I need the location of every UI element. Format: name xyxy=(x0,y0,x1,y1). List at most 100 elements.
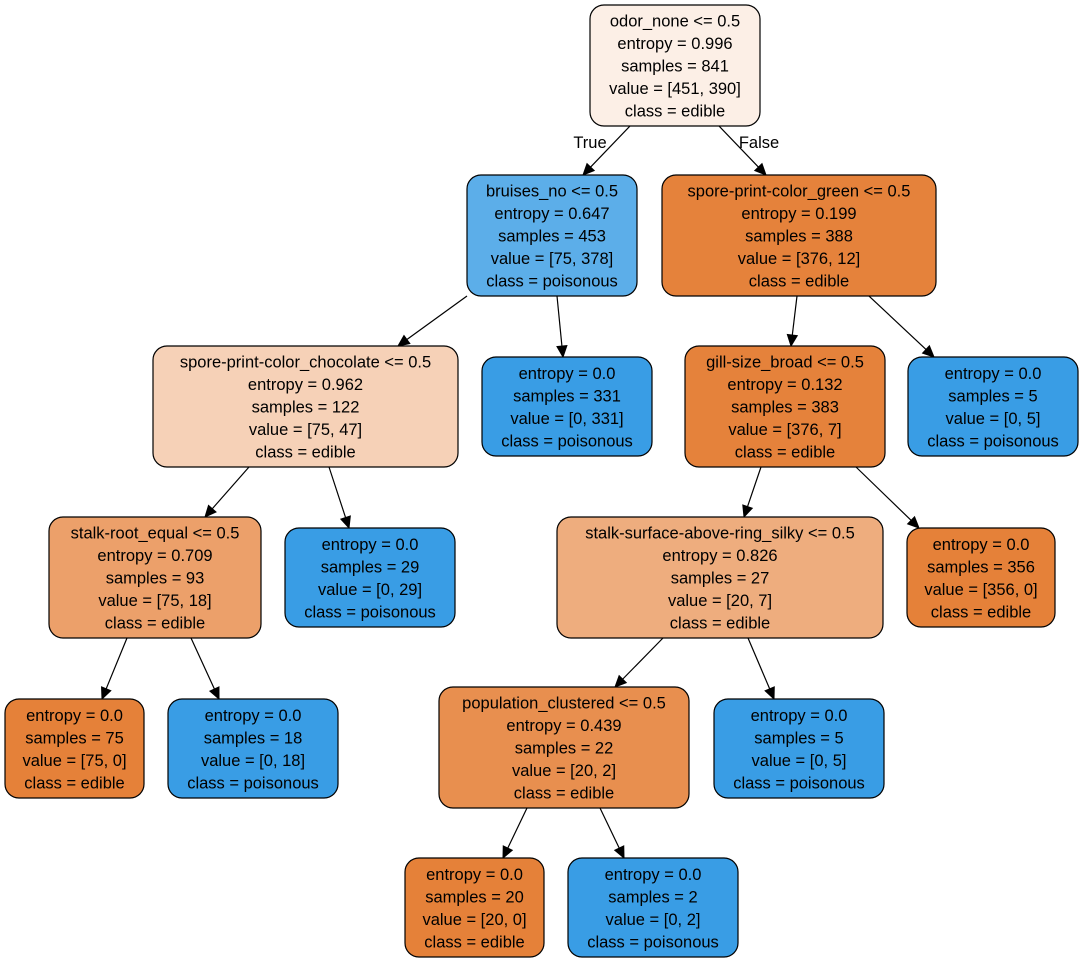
tree-node-n6: entropy = 0.0 samples = 29 value = [0, 29]… xyxy=(284,527,456,628)
node-line: samples = 2 xyxy=(608,888,697,906)
edge-n10-n14 xyxy=(747,637,771,690)
node-line: entropy = 0.996 xyxy=(617,35,732,53)
tree-node-n2: spore-print-color_chocolate <= 0.5entrop… xyxy=(152,345,459,468)
edge-arrowhead-n9-n10 xyxy=(742,504,754,519)
node-line: entropy = 0.199 xyxy=(741,205,856,223)
node-line: value = [0, 18] xyxy=(201,752,305,770)
node-line: class = poisonous xyxy=(486,273,618,291)
node-line: value = [20, 0] xyxy=(422,911,526,929)
node-line: stalk-root_equal <= 0.5 xyxy=(71,525,240,543)
edge-n3-n4 xyxy=(105,637,128,690)
node-box xyxy=(466,174,638,297)
node-line: entropy = 0.0 xyxy=(322,536,419,554)
edge-n0-n1 xyxy=(590,125,631,168)
node-line: value = [75, 47] xyxy=(249,421,362,439)
node-line: class = edible xyxy=(931,603,1031,621)
edge-n9-n10 xyxy=(746,466,762,507)
edge-label-false: False xyxy=(739,134,779,152)
node-box xyxy=(4,698,145,799)
edge-n8-n16 xyxy=(868,295,927,350)
node-line: population_clustered <= 0.5 xyxy=(462,695,666,713)
edge-arrowhead-n3-n5 xyxy=(208,686,220,701)
edge-arrowhead-n1-n7 xyxy=(556,344,568,359)
edge-arrowhead-n8-n9 xyxy=(786,333,799,348)
node-line: class = edible xyxy=(424,933,524,951)
node-line: class = poisonous xyxy=(587,933,719,951)
node-line: samples = 388 xyxy=(745,228,853,246)
edge-n0-n8 xyxy=(718,125,759,168)
node-line: samples = 29 xyxy=(321,558,420,576)
edge-n1-n7 xyxy=(556,295,563,347)
tree-node-n3: stalk-root_equal <= 0.5 entropy = 0.709 sa… xyxy=(48,516,262,639)
node-line: samples = 93 xyxy=(106,570,205,588)
node-box xyxy=(907,356,1079,457)
node-line: gill-size_broad <= 0.5 xyxy=(706,354,864,372)
node-box xyxy=(713,698,885,799)
edge-n3-n5 xyxy=(190,637,215,690)
node-line: class = edible xyxy=(24,774,124,792)
node-line: value = [20, 2] xyxy=(512,762,616,780)
node-line: entropy = 0.0 xyxy=(26,707,123,725)
node-line: samples = 5 xyxy=(754,729,843,747)
node-line: entropy = 0.826 xyxy=(662,547,777,565)
edge-arrowhead-n11-n12 xyxy=(502,845,514,860)
tree-node-n12: entropy = 0.0 samples = 20 value = [20, 0]… xyxy=(404,857,545,958)
node-line: value = [0, 331] xyxy=(510,410,623,428)
node-line: class = edible xyxy=(514,785,614,803)
node-line: entropy = 0.709 xyxy=(97,547,212,565)
node-line: entropy = 0.0 xyxy=(933,536,1030,554)
node-line: entropy = 0.0 xyxy=(519,365,616,383)
node-box xyxy=(567,857,739,958)
edge-n8-n9 xyxy=(791,295,798,336)
node-line: samples = 18 xyxy=(204,729,303,747)
edge-n9-n15 xyxy=(855,466,912,521)
node-line: entropy = 0.0 xyxy=(605,866,702,884)
tree-node-n5: entropy = 0.0 samples = 18 value = [0, 18]… xyxy=(167,698,339,799)
edge-n10-n11 xyxy=(622,637,664,680)
node-line: spore-print-color_chocolate <= 0.5 xyxy=(180,354,431,372)
edge-n2-n6 xyxy=(328,466,347,518)
edge-arrowhead-n3-n4 xyxy=(101,686,112,701)
node-line: class = poisonous xyxy=(733,774,865,792)
edge-arrowhead-n0-n1 xyxy=(582,162,596,176)
node-box xyxy=(284,527,456,628)
node-line: entropy = 0.0 xyxy=(426,866,523,884)
edge-n2-n3 xyxy=(211,466,250,510)
node-line: value = [0, 2] xyxy=(606,911,701,929)
node-line: value = [0, 29] xyxy=(318,581,422,599)
tree-node-n1: bruises_no <= 0.5 entropy = 0.647 samples … xyxy=(466,174,638,297)
node-box xyxy=(48,516,262,639)
node-line: value = [376, 12] xyxy=(738,250,860,268)
node-line: class = poisonous xyxy=(501,432,633,450)
node-line: samples = 453 xyxy=(498,228,606,246)
edge-label-true: True xyxy=(573,134,606,152)
node-line: entropy = 0.0 xyxy=(205,707,302,725)
edge-arrowhead-n0-n8 xyxy=(753,162,767,176)
edge-n11-n12 xyxy=(507,807,528,849)
node-line: class = edible xyxy=(735,444,835,462)
node-line: bruises_no <= 0.5 xyxy=(486,183,618,201)
node-line: samples = 383 xyxy=(731,399,839,417)
node-line: samples = 5 xyxy=(948,387,1037,405)
node-box xyxy=(481,356,653,457)
node-line: samples = 20 xyxy=(425,888,524,906)
edge-arrowhead-n9-n15 xyxy=(906,515,920,529)
edge-arrowhead-n2-n6 xyxy=(339,515,351,530)
node-line: class = poisonous xyxy=(927,432,1059,450)
node-line: class = poisonous xyxy=(187,774,319,792)
node-box xyxy=(684,345,886,468)
node-line: samples = 122 xyxy=(252,399,360,417)
node-line: value = [356, 0] xyxy=(924,581,1037,599)
node-line: value = [75, 0] xyxy=(22,752,126,770)
node-line: value = [20, 7] xyxy=(668,592,772,610)
node-line: entropy = 0.647 xyxy=(494,205,609,223)
node-line: value = [451, 390] xyxy=(609,80,741,98)
tree-node-n13: entropy = 0.0 samples = 2 value = [0, 2] cl… xyxy=(567,857,739,958)
node-line: value = [75, 378] xyxy=(491,250,613,268)
node-box xyxy=(404,857,545,958)
node-box xyxy=(152,345,459,468)
